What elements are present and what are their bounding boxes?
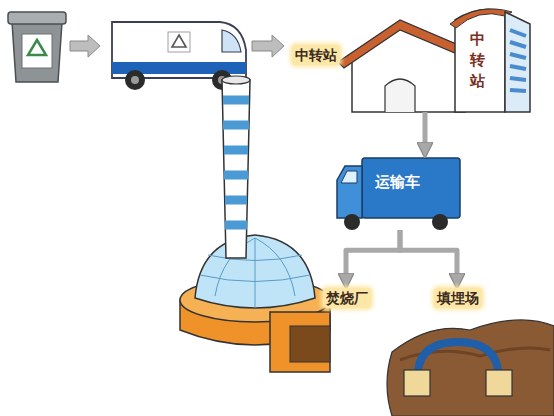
flow-arrow [346, 230, 400, 286]
tower-roof [450, 9, 512, 28]
truck-logo [168, 32, 190, 52]
truck-wheel [125, 70, 145, 90]
bin-lid [8, 12, 66, 24]
tower-windows [510, 30, 526, 91]
dome-grid [200, 238, 310, 308]
entry-door [290, 326, 330, 362]
transport-truck: 运输车 [335, 155, 460, 230]
bin-label [22, 34, 52, 68]
pipe-support [486, 370, 512, 396]
truck-body [112, 22, 246, 78]
truck-cab [337, 166, 362, 218]
recycle-symbol [28, 40, 46, 55]
flow-arrow [252, 35, 284, 57]
transfer-station: 中转站中 转 站 [340, 5, 530, 112]
recycle-symbol [172, 35, 186, 47]
cab-window [341, 171, 357, 183]
station-house [345, 22, 465, 112]
incinerator-dome [195, 235, 315, 308]
truck-label: 运输车 [375, 173, 420, 191]
station-sign: 中 转 站 [469, 29, 485, 92]
landfill-label-box: 填埋场 [433, 286, 481, 308]
incinerator-entry [270, 312, 330, 372]
chimney-stripes [223, 100, 249, 225]
wheel-hub [131, 76, 139, 84]
cargo-box [362, 158, 460, 218]
truck-window [222, 30, 241, 52]
truck-wheel [344, 214, 360, 230]
station-roof [338, 20, 470, 68]
chimney-top [222, 76, 250, 84]
incinerator-label: 焚烧厂 [323, 288, 371, 308]
incinerator-label-box: 焚烧厂 [322, 286, 370, 308]
landfill-label: 填埋场 [434, 288, 482, 308]
flow-arrow [70, 35, 100, 57]
station-tower [455, 9, 505, 112]
flow-arrow [423, 112, 428, 155]
landfill-soil [387, 320, 554, 416]
flow-arrow [400, 230, 457, 286]
pipe-support [404, 370, 430, 396]
tower-side [505, 12, 530, 112]
station-door [385, 79, 415, 112]
chimney [222, 80, 250, 258]
bin-body [12, 22, 62, 82]
station-label: 中转站 [292, 45, 340, 65]
truck-wheel [432, 214, 448, 230]
